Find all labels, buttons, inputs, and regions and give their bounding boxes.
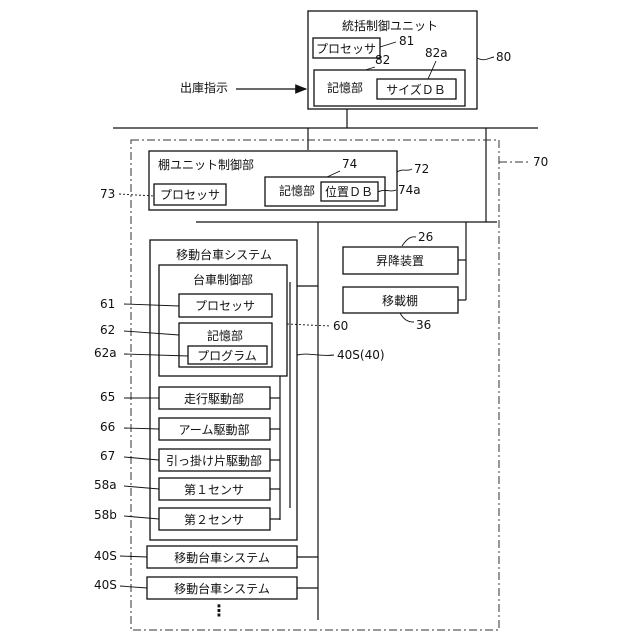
ref-65: 65: [100, 390, 115, 404]
ref-36: 36: [416, 318, 431, 332]
cart-controller-title: 台車制御部: [193, 272, 253, 287]
ref-40s-2-leader: [120, 586, 147, 588]
ref-58a: 58a: [94, 478, 117, 492]
cart-system-title: 移動台車システム: [176, 247, 272, 262]
ref-58b: 58b: [94, 508, 117, 522]
ref-40s40-leader: [297, 354, 334, 355]
ref-36-leader: [400, 313, 414, 322]
transfer-shelf-label: 移載棚: [382, 293, 418, 308]
central-processor-label: プロセッサ: [316, 42, 376, 56]
program-label: プログラム: [197, 349, 257, 363]
cart-system-3-label: 移動台車システム: [174, 581, 270, 596]
first-sensor-label: 第１センサ: [184, 483, 244, 497]
rack-control-unit-title: 棚ユニット制御部: [158, 157, 254, 172]
cart-system-2-label: 移動台車システム: [174, 550, 270, 565]
ref-72-leader: [397, 169, 412, 172]
ref-72: 72: [414, 162, 429, 176]
ref-82a: 82a: [425, 46, 448, 60]
ref-62a: 62a: [94, 346, 117, 360]
travel-drive-label: 走行駆動部: [184, 391, 244, 406]
ref-26: 26: [418, 230, 433, 244]
ref-82: 82: [375, 53, 390, 67]
ref-61: 61: [100, 297, 115, 311]
more-carts-ellipsis: ⋮: [211, 601, 227, 620]
lift-device-label: 昇降装置: [376, 254, 424, 268]
rack-memory-label: 記憶部: [279, 183, 315, 198]
ref-74a: 74a: [398, 183, 421, 197]
hook-drive-label: 引っ掛け片駆動部: [166, 453, 262, 468]
shipping-instruction-label: 出庫指示: [180, 80, 228, 95]
ref-66: 66: [100, 420, 115, 434]
ref-40s-1-leader: [120, 556, 147, 557]
ref-40s-2: 40S: [94, 578, 117, 592]
cart-memory-label: 記憶部: [207, 328, 243, 343]
ref-70: 70: [533, 155, 548, 169]
ref-40s40: 40S(40): [337, 348, 385, 362]
second-sensor-label: 第２センサ: [184, 513, 244, 527]
ref-40s-1: 40S: [94, 549, 117, 563]
cart-processor-label: プロセッサ: [195, 299, 255, 313]
rack-processor-label: プロセッサ: [160, 188, 220, 202]
ref-62: 62: [100, 323, 115, 337]
arm-drive-label: アーム駆動部: [179, 422, 250, 437]
ref-73: 73: [100, 187, 115, 201]
ref-74: 74: [342, 157, 357, 171]
position-db-label: 位置ＤＢ: [325, 184, 373, 199]
ref-81: 81: [399, 34, 414, 48]
ref-67: 67: [100, 449, 115, 463]
ref-80: 80: [496, 50, 511, 64]
ref-80-leader: [477, 57, 494, 60]
size-db-label: サイズＤＢ: [386, 82, 446, 97]
ref-60: 60: [333, 319, 348, 333]
central-control-unit-title: 統括制御ユニット: [342, 18, 438, 33]
ref-26-leader: [402, 237, 416, 246]
central-memory-label: 記憶部: [327, 80, 363, 95]
